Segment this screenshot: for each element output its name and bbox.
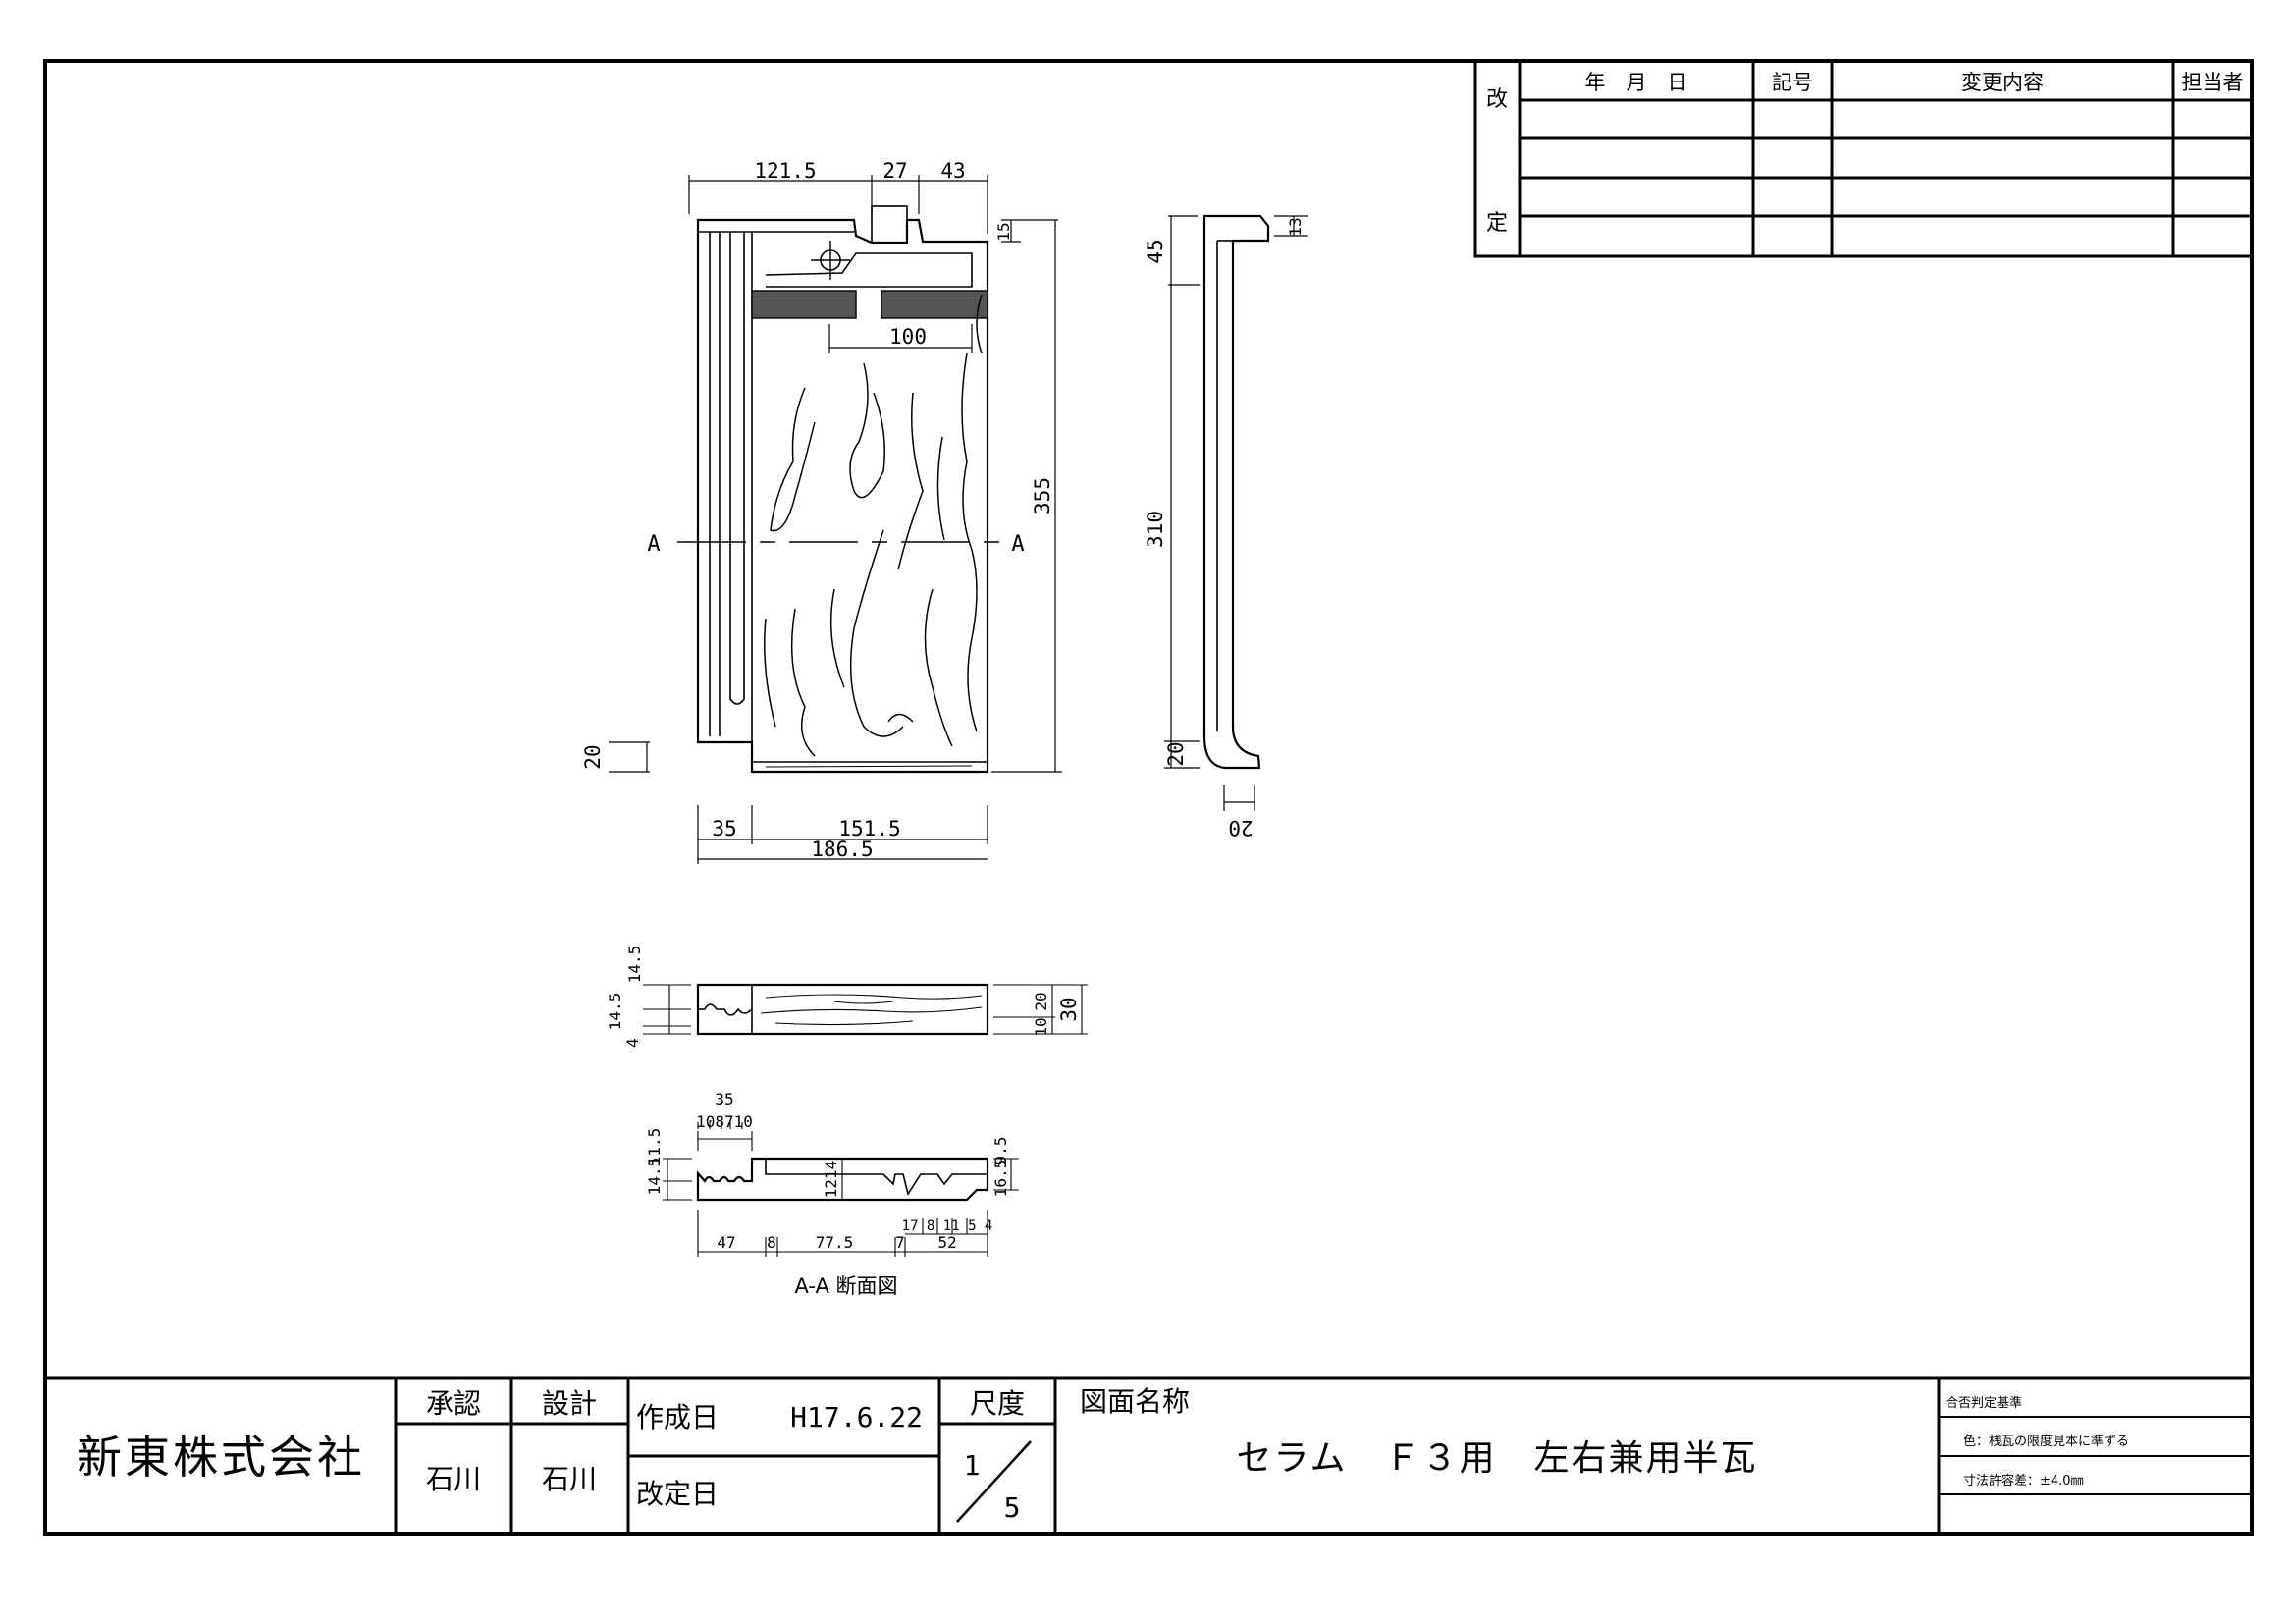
dim-end-right-total: 30 (1057, 997, 1081, 1021)
dim-section-bottom-c: 77.5 (816, 1233, 854, 1252)
revised-label: 改定日 (636, 1478, 719, 1510)
tile-end-view: 14.5 14.5 4 20 10 30 (606, 946, 1088, 1048)
company-name: 新東株式会社 (77, 1431, 365, 1484)
section-caption: A-A 断面図 (794, 1274, 897, 1298)
approve-label: 承認 (426, 1387, 481, 1420)
criteria-color: 色：桟瓦の限度見本に準ずる (1963, 1434, 2129, 1449)
approver-name: 石川 (426, 1463, 481, 1495)
dim-section-left-b: 11.5 (645, 1128, 664, 1166)
dim-end-left-mid: 14.5 (606, 993, 624, 1031)
revision-col-symbol: 記号 (1772, 71, 1813, 94)
dim-section-bottom-d: 7 (895, 1233, 905, 1252)
revision-col-content: 変更内容 (1961, 71, 2044, 94)
revision-side-label-top: 改 (1486, 87, 1508, 112)
criteria-title: 合否判定基準 (1946, 1395, 2022, 1411)
dim-bottom-total: 186.5 (811, 838, 873, 861)
created-label: 作成日 (636, 1401, 719, 1434)
dim-slot: 100 (889, 325, 927, 349)
dim-section-top-parts: 108710 (696, 1112, 753, 1131)
section-view: 35 108710 14.5 11.5 1214 16.5 9.5 17 8 1… (645, 1090, 1019, 1298)
dim-section-right-a: 16.5 (991, 1160, 1010, 1198)
dim-section-bottom-e: 52 (937, 1233, 956, 1252)
dim-end-left-top: 14.5 (625, 946, 644, 984)
dim-end-right-a: 20 (1032, 992, 1050, 1010)
dim-top-c: 43 (940, 159, 965, 183)
sheet-border (43, 59, 2254, 1536)
revision-table: 改 定 年 月 日 記号 変更内容 担当者 (1473, 59, 2254, 258)
dim-section-right-b: 9.5 (991, 1137, 1010, 1165)
dim-section-top-total: 35 (715, 1090, 733, 1109)
design-label: 設計 (542, 1387, 597, 1420)
section-mark-left: A (647, 532, 660, 557)
scale-denominator: 5 (1004, 1491, 1021, 1524)
criteria-tolerance: 寸法許容差：±4.0㎜ (1963, 1473, 2084, 1489)
dim-height: 355 (1031, 477, 1054, 514)
dim-side-foot: 20 (1228, 816, 1253, 839)
dim-bottom-b: 151.5 (838, 817, 900, 840)
tile-side-view: 45 13 310 20 20 (1144, 214, 1308, 839)
dim-side-body: 310 (1144, 511, 1167, 548)
dim-notch: 15 (994, 222, 1013, 241)
dim-side-bottom: 20 (1164, 741, 1188, 766)
designer-name: 石川 (542, 1463, 597, 1495)
scale-label: 尺度 (970, 1387, 1025, 1420)
dim-section-mid: 1214 (822, 1161, 840, 1199)
revision-col-person: 担当者 (2182, 71, 2244, 94)
dim-side-lip: 13 (1286, 217, 1305, 236)
title-block: 新東株式会社 承認 設計 石川 石川 作成日 H17.6.22 改定日 尺度 1… (45, 1376, 2252, 1534)
dim-bottom-a: 35 (712, 817, 736, 840)
dim-section-bottom-a: 47 (717, 1233, 735, 1252)
dim-bottom-left: 20 (581, 744, 605, 769)
dim-section-bottom-b: 8 (767, 1233, 776, 1252)
tile-top-view: A A 121.5 27 43 1 (581, 159, 1062, 864)
dim-end-right-b: 10 (1032, 1017, 1050, 1036)
dim-top-b: 27 (882, 159, 907, 183)
drawing-name-label: 図面名称 (1080, 1385, 1190, 1418)
revision-col-date: 年 月 日 (1585, 71, 1688, 94)
dim-end-left-bottom: 4 (623, 1038, 642, 1048)
drawing-name: セラム Ｆ３用 左右兼用半瓦 (1237, 1438, 1758, 1479)
section-mark-right: A (1011, 532, 1024, 557)
created-date: H17.6.22 (790, 1401, 923, 1434)
dim-section-bottom-small: 17 8 11 5 4 (902, 1218, 993, 1234)
revision-side-label-bottom: 定 (1486, 211, 1508, 236)
scale-numerator: 1 (964, 1449, 981, 1482)
dim-side-top: 45 (1144, 239, 1167, 263)
dim-top-a: 121.5 (754, 159, 816, 183)
dim-section-left-a: 14.5 (645, 1158, 664, 1196)
